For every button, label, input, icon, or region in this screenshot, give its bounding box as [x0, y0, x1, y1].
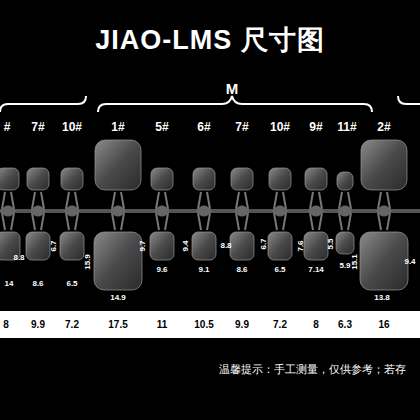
size-label: 7.2 [273, 320, 287, 330]
nail-tip [193, 168, 215, 190]
sprue-knot [308, 206, 324, 217]
size-label: 6.3 [338, 320, 352, 330]
size-label: 8.8 [220, 242, 231, 250]
size-label: 8.8 [13, 254, 24, 262]
size-label: # [4, 121, 11, 133]
nail-tip [192, 232, 216, 260]
size-label: 10# [62, 121, 82, 133]
size-label: 7# [31, 121, 44, 133]
nail-tip [269, 168, 291, 190]
size-label: 7.14 [308, 266, 324, 274]
size-label: 9.7 [139, 240, 147, 251]
size-label: 8.6 [32, 280, 43, 288]
size-label: 6.5 [274, 266, 285, 274]
size-label: 9.4 [182, 240, 190, 251]
sprue-knot [337, 206, 353, 217]
size-label: 16 [378, 320, 389, 330]
nail-tip [151, 168, 173, 190]
size-label: 17.5 [108, 320, 127, 330]
size-label: 15.1 [351, 254, 359, 270]
nail-tip [305, 168, 327, 190]
size-label: 7# [235, 121, 248, 133]
nail-tip [268, 232, 292, 260]
size-label: 10.5 [194, 320, 213, 330]
sprue-knot [376, 206, 392, 217]
nail-tip [60, 232, 84, 260]
nail-tip [26, 232, 50, 260]
nail-tip [61, 168, 83, 190]
size-label: 10# [270, 121, 290, 133]
size-label: 7.6 [297, 240, 305, 251]
sprue-knot [196, 206, 212, 217]
nail-tip [361, 140, 407, 190]
nail-tip [337, 172, 353, 190]
size-label: 9.4 [404, 258, 415, 266]
size-label: 9.6 [156, 266, 167, 274]
size-label: 6.7 [50, 240, 58, 251]
size-label: 6# [197, 121, 210, 133]
size-label: 5# [155, 121, 168, 133]
chart-title: JIAO-LMS 尺寸图 [0, 22, 420, 58]
sprue-knot [234, 206, 250, 217]
size-label: 9.1 [198, 266, 209, 274]
size-label: 5.5 [327, 238, 335, 249]
size-label: 5.9 [339, 262, 350, 270]
size-label: 14 [5, 280, 14, 288]
group-bracket [0, 96, 86, 112]
size-label: 11# [337, 121, 356, 133]
sprue-knot [64, 206, 80, 217]
note-text: 温馨提示：手工测量，仅供参考；若存 [219, 364, 406, 375]
size-label: 1# [111, 121, 124, 133]
nail-tip [304, 232, 328, 260]
size-label: 15.9 [84, 254, 92, 270]
size-label: 2# [377, 121, 390, 133]
sprue-knot [154, 206, 170, 217]
value-band [0, 311, 420, 338]
size-label: 8 [3, 320, 9, 330]
sprue-knot [0, 206, 16, 217]
group-bracket [398, 96, 420, 104]
sprue-knot [30, 206, 46, 217]
size-label: 11 [157, 320, 168, 330]
size-label: 6.5 [66, 280, 77, 288]
nail-tip [360, 232, 408, 290]
nail-tip [336, 232, 354, 254]
size-label: 6.7 [260, 238, 268, 249]
nail-tip [94, 232, 142, 290]
size-label: 14.9 [110, 294, 126, 302]
group-bracket [98, 96, 372, 112]
size-label: 9# [309, 121, 322, 133]
size-label: 9.9 [235, 320, 249, 330]
size-label: 13.8 [374, 294, 390, 302]
size-label: 7.2 [65, 320, 79, 330]
nail-tip [150, 232, 174, 260]
size-label: M [226, 81, 239, 96]
size-label: 8.6 [236, 266, 247, 274]
nail-tip [231, 168, 253, 190]
sprue-knot [272, 206, 288, 217]
size-label: 8 [313, 320, 319, 330]
nail-tip [0, 168, 19, 190]
nail-tip [27, 168, 49, 190]
nail-tip [95, 140, 141, 190]
sprue-knot [110, 206, 126, 217]
size-label: 9.9 [31, 320, 45, 330]
nail-tip [230, 232, 254, 260]
